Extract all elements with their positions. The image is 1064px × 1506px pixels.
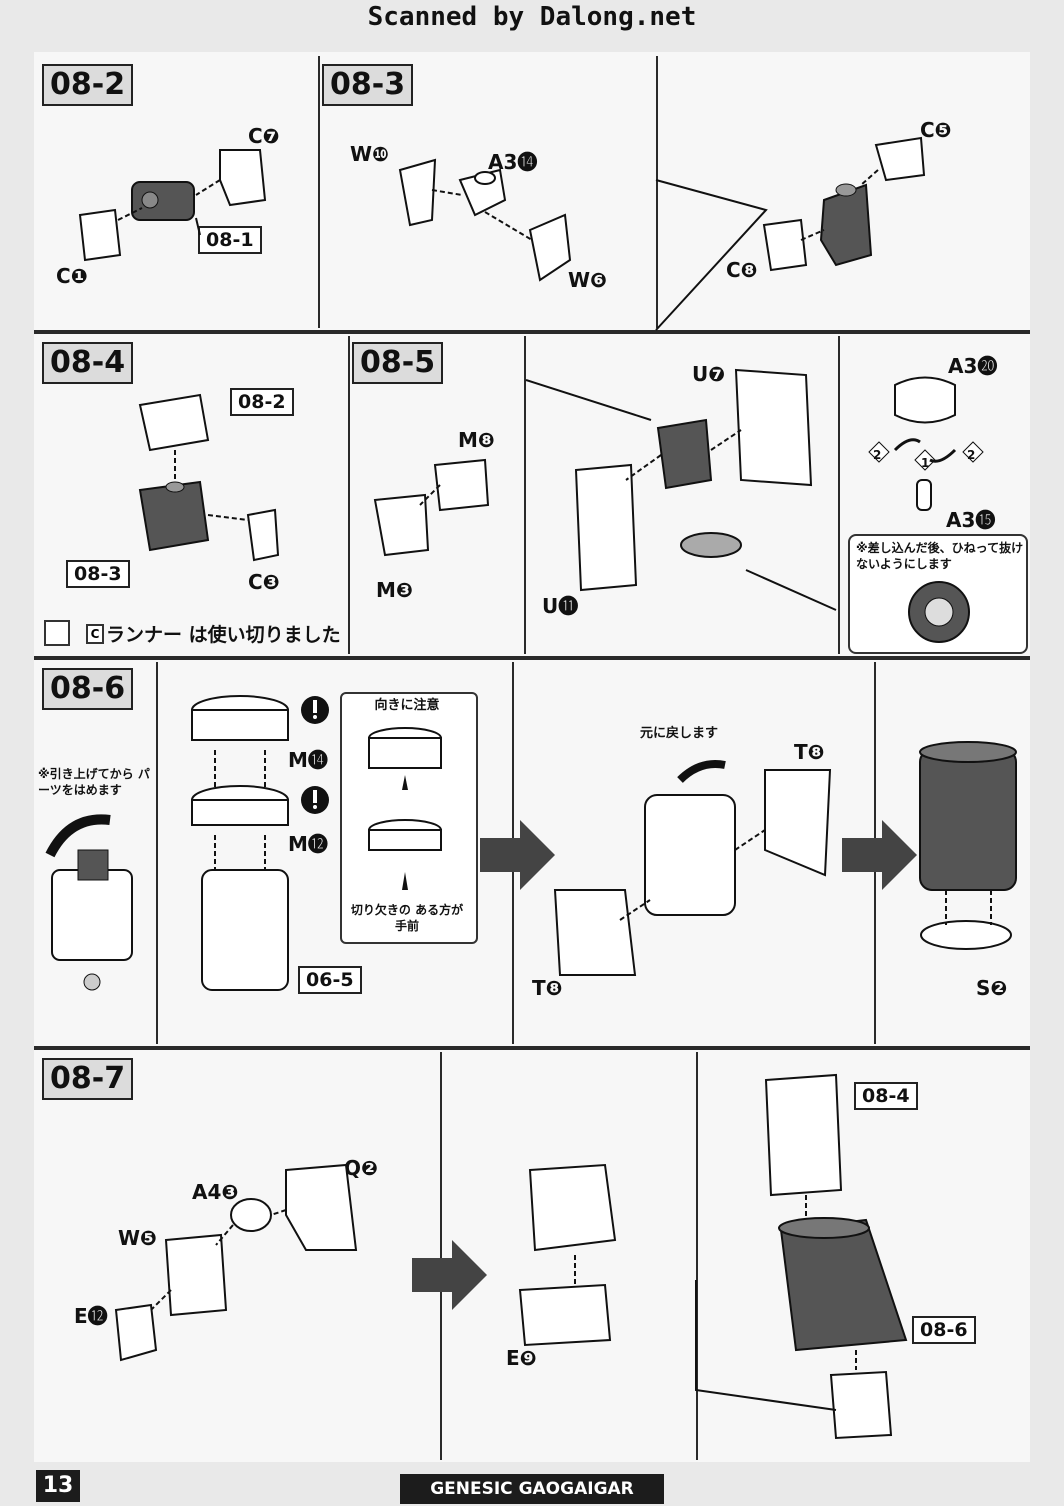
part-label: C❺ <box>920 118 952 142</box>
part-label: T❽ <box>532 976 563 1000</box>
step-label-08-7: 08-7 <box>42 1058 134 1100</box>
part-label: W❿ <box>350 142 389 166</box>
column-divider <box>348 336 350 654</box>
step-label-08-4: 08-4 <box>42 342 134 384</box>
part-label: C❼ <box>248 124 280 148</box>
part-label: M❽ <box>458 428 495 452</box>
twist-icon <box>908 581 970 643</box>
column-divider <box>156 662 158 1044</box>
step-reference: 06-5 <box>298 966 362 994</box>
part-label: M⓬ <box>288 832 328 856</box>
row-divider <box>34 1046 1030 1050</box>
part-label: M❸ <box>376 578 413 602</box>
step-label-08-5: 08-5 <box>352 342 444 384</box>
part-label: A3⓯ <box>946 508 996 532</box>
part-label: S❷ <box>976 976 1008 1000</box>
rotate-step: 2 <box>967 448 976 462</box>
column-divider <box>656 56 658 328</box>
caution-text: 切り欠きの ある方が手前 <box>350 903 464 933</box>
column-divider <box>524 336 526 654</box>
assembly-diagram-08-3b <box>655 136 926 331</box>
runner-used-text: ランナー は使い切りました <box>106 624 341 646</box>
column-divider <box>696 1052 698 1460</box>
runner-icon <box>44 620 70 646</box>
part-label: C❽ <box>726 258 758 282</box>
step-reference: 08-4 <box>854 1082 918 1110</box>
column-divider <box>318 56 320 328</box>
assembly-diagram-08-7a <box>114 1163 358 1362</box>
step-reference: 08-1 <box>198 226 262 254</box>
step-reference: 08-2 <box>230 388 294 416</box>
step-label-08-6: 08-6 <box>42 668 134 710</box>
column-divider <box>440 1052 442 1460</box>
row-divider <box>34 330 1030 334</box>
part-label: C❸ <box>248 570 280 594</box>
part-label: E❾ <box>506 1346 537 1370</box>
step-label-08-3: 08-3 <box>322 64 414 106</box>
caution-title: 向きに注意 <box>374 698 440 713</box>
part-label: W❺ <box>118 1226 157 1250</box>
watermark: Scanned by Dalong.net <box>367 2 697 32</box>
assembly-diagram-08-7c <box>695 1073 908 1440</box>
assembly-diagram-08-2 <box>78 149 267 262</box>
product-title: GENESIC GAOGAIGAR <box>400 1474 664 1504</box>
next-arrow <box>412 1240 487 1310</box>
part-label: A4❸ <box>192 1180 239 1204</box>
note-text: ※差し込んだ後、ひねって抜けないようにします <box>856 541 1024 571</box>
next-arrow <box>480 820 555 890</box>
part-label: E⓬ <box>74 1304 108 1328</box>
row-divider <box>34 656 1030 660</box>
part-label: Q❷ <box>344 1156 378 1180</box>
rotate-step: 2 <box>873 448 882 462</box>
note-text: ※引き上げてから パーツをはめます <box>38 767 150 797</box>
assembly-diagram-08-3 <box>398 158 572 282</box>
lift-diagram <box>45 814 133 991</box>
assembly-diagram-08-5a <box>373 458 490 557</box>
part-label: W❻ <box>568 268 607 292</box>
part-label: T❽ <box>794 740 825 764</box>
next-arrow <box>842 820 917 890</box>
turn-back-text: 元に戻します <box>640 726 719 741</box>
assembly-diagram-08-6a <box>191 695 329 991</box>
part-label: M⓮ <box>288 748 328 772</box>
step-reference: 08-3 <box>66 560 130 588</box>
assembly-diagram-08-5b <box>525 368 837 611</box>
rotation-diagram <box>868 376 984 511</box>
rotate-step: 1 <box>921 456 930 470</box>
runner-letter-box: C <box>86 624 104 644</box>
column-divider <box>838 336 840 654</box>
step-label-08-2: 08-2 <box>42 64 134 106</box>
orientation-diagram <box>368 727 442 890</box>
assembly-diagram-08-4 <box>138 393 280 562</box>
assembly-diagram-08-6b <box>553 760 832 976</box>
step-reference: 08-6 <box>912 1316 976 1344</box>
part-label: U⓫ <box>542 594 579 618</box>
assembly-diagram-08-7b <box>518 1163 617 1347</box>
page-number: 13 <box>36 1470 80 1502</box>
part-label: C❶ <box>56 264 88 288</box>
assembly-diagram-08-6c <box>919 741 1017 950</box>
part-label: A3⓴ <box>948 354 998 378</box>
part-label: U❼ <box>692 362 726 386</box>
